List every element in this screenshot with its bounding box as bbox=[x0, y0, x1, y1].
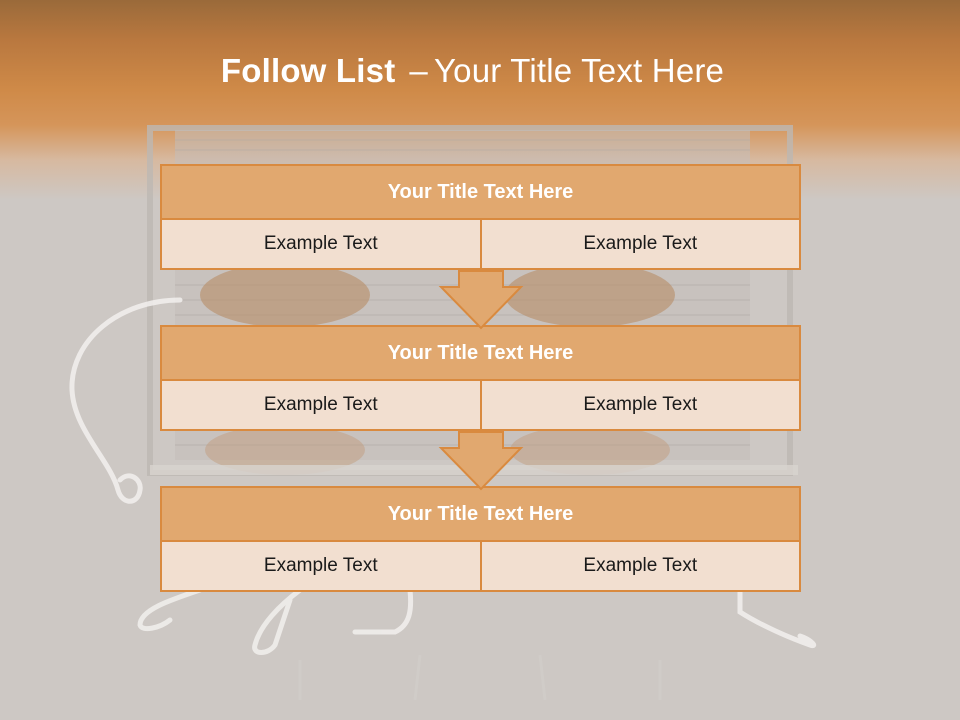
block-cell-right[interactable]: Example Text bbox=[481, 220, 801, 270]
slide-title: Follow List–Your Title Text Here bbox=[0, 52, 945, 90]
block-row: Example Text Example Text bbox=[160, 542, 801, 592]
block-cell-left[interactable]: Example Text bbox=[160, 542, 482, 592]
block-row: Example Text Example Text bbox=[160, 381, 801, 431]
block-title[interactable]: Your Title Text Here bbox=[160, 325, 801, 381]
list-block-3: Your Title Text Here Example Text Exampl… bbox=[160, 486, 801, 592]
block-row: Example Text Example Text bbox=[160, 220, 801, 270]
list-block-1: Your Title Text Here Example Text Exampl… bbox=[160, 164, 801, 270]
slide-title-rest: Your Title Text Here bbox=[433, 52, 725, 89]
block-cell-right[interactable]: Example Text bbox=[481, 542, 801, 592]
block-cell-left[interactable]: Example Text bbox=[160, 381, 482, 431]
block-title[interactable]: Your Title Text Here bbox=[160, 164, 801, 220]
down-arrow-icon bbox=[438, 431, 524, 491]
block-cell-left[interactable]: Example Text bbox=[160, 220, 482, 270]
down-arrow-icon bbox=[438, 270, 524, 330]
list-block-2: Your Title Text Here Example Text Exampl… bbox=[160, 325, 801, 431]
slide-title-separator: – bbox=[409, 52, 428, 89]
slide-title-bold: Follow List bbox=[220, 52, 396, 89]
block-cell-right[interactable]: Example Text bbox=[481, 381, 801, 431]
block-title[interactable]: Your Title Text Here bbox=[160, 486, 801, 542]
